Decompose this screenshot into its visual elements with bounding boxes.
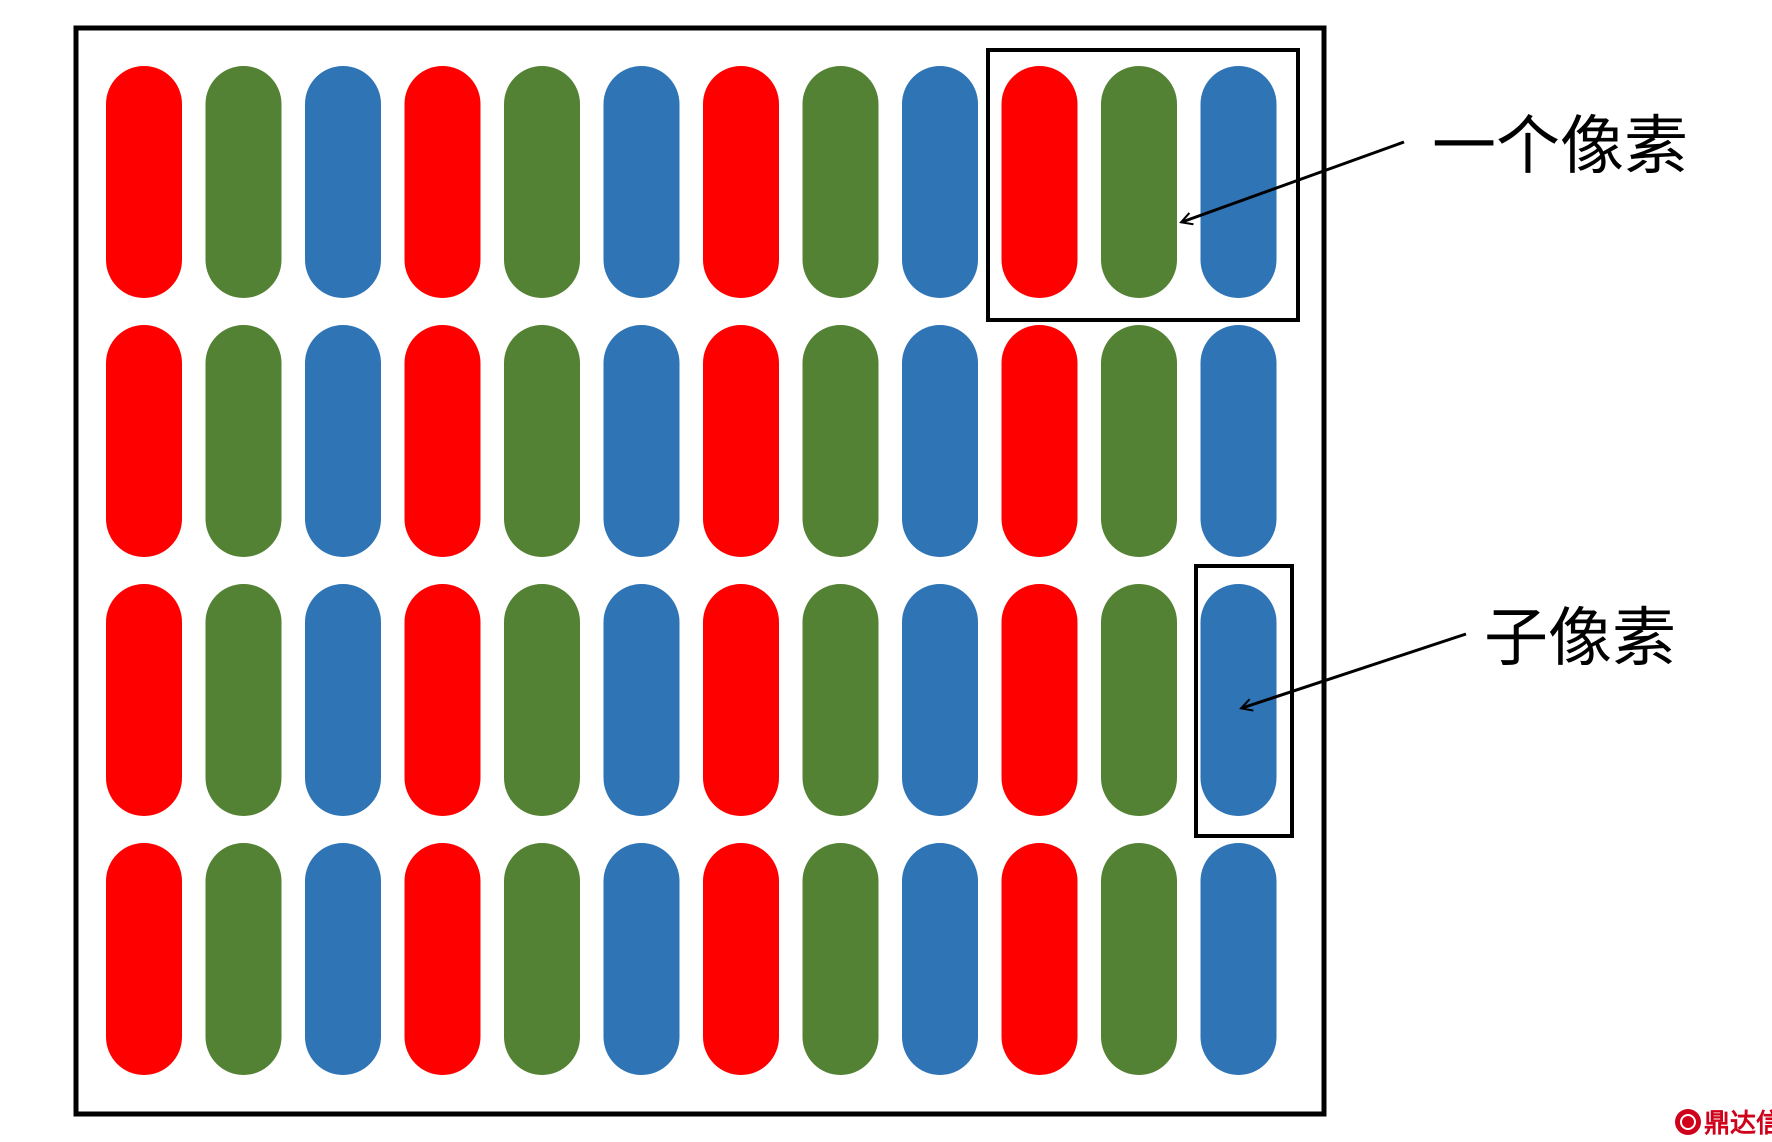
- red-subpixel-capsule: [1001, 584, 1078, 816]
- red-subpixel-capsule: [703, 584, 779, 816]
- green-subpixel-capsule: [205, 843, 282, 1075]
- red-subpixel-capsule: [703, 66, 779, 298]
- blue-subpixel-capsule: [902, 66, 978, 298]
- green-subpixel-capsule: [504, 66, 580, 298]
- green-subpixel-capsule: [504, 584, 580, 816]
- watermark-text: 鼎达信: [1704, 1109, 1772, 1139]
- pixel-label: 一个像素: [1432, 110, 1688, 184]
- red-subpixel-capsule: [703, 325, 779, 557]
- subpixel-highlight-box: [1194, 564, 1294, 838]
- blue-subpixel-capsule: [305, 66, 381, 298]
- blue-subpixel-capsule: [902, 325, 978, 557]
- blue-subpixel-capsule: [305, 843, 381, 1075]
- blue-subpixel-capsule: [902, 584, 978, 816]
- subpixel-arrow: [1242, 632, 1467, 708]
- green-subpixel-capsule: [802, 66, 879, 298]
- green-subpixel-capsule: [205, 584, 282, 816]
- red-subpixel-capsule: [404, 325, 481, 557]
- blue-subpixel-capsule: [1200, 325, 1277, 557]
- red-subpixel-capsule: [1001, 325, 1078, 557]
- green-subpixel-capsule: [205, 325, 282, 557]
- blue-subpixel-capsule: [1200, 584, 1277, 816]
- red-subpixel-capsule: [1001, 66, 1078, 298]
- blue-subpixel-capsule: [603, 66, 680, 298]
- green-subpixel-capsule: [205, 66, 282, 298]
- subpixel-grid: [106, 66, 1277, 1075]
- pixel-arrow: [1182, 140, 1405, 222]
- green-subpixel-capsule: [1101, 66, 1177, 298]
- blue-subpixel-capsule: [603, 325, 680, 557]
- blue-subpixel-capsule: [902, 843, 978, 1075]
- red-subpixel-capsule: [404, 843, 481, 1075]
- red-subpixel-capsule: [404, 66, 481, 298]
- green-subpixel-capsule: [504, 843, 580, 1075]
- blue-subpixel-capsule: [305, 584, 381, 816]
- watermark-logo-icon: [1675, 1109, 1701, 1135]
- green-subpixel-capsule: [802, 584, 879, 816]
- red-subpixel-capsule: [106, 66, 182, 298]
- green-subpixel-capsule: [802, 843, 879, 1075]
- red-subpixel-capsule: [106, 584, 182, 816]
- blue-subpixel-capsule: [305, 325, 381, 557]
- green-subpixel-capsule: [504, 325, 580, 557]
- green-subpixel-capsule: [1101, 325, 1177, 557]
- red-subpixel-capsule: [703, 843, 779, 1075]
- red-subpixel-capsule: [1001, 843, 1078, 1075]
- green-subpixel-capsule: [1101, 843, 1177, 1075]
- blue-subpixel-capsule: [603, 843, 680, 1075]
- green-subpixel-capsule: [1101, 584, 1177, 816]
- pixel-highlight-box: [986, 48, 1300, 322]
- watermark: 鼎达信: [1675, 1109, 1772, 1139]
- blue-subpixel-capsule: [603, 584, 680, 816]
- green-subpixel-capsule: [802, 325, 879, 557]
- blue-subpixel-capsule: [1200, 66, 1277, 298]
- subpixel-label: 子像素: [1484, 602, 1676, 676]
- red-subpixel-capsule: [106, 325, 182, 557]
- blue-subpixel-capsule: [1200, 843, 1277, 1075]
- red-subpixel-capsule: [404, 584, 481, 816]
- red-subpixel-capsule: [106, 843, 182, 1075]
